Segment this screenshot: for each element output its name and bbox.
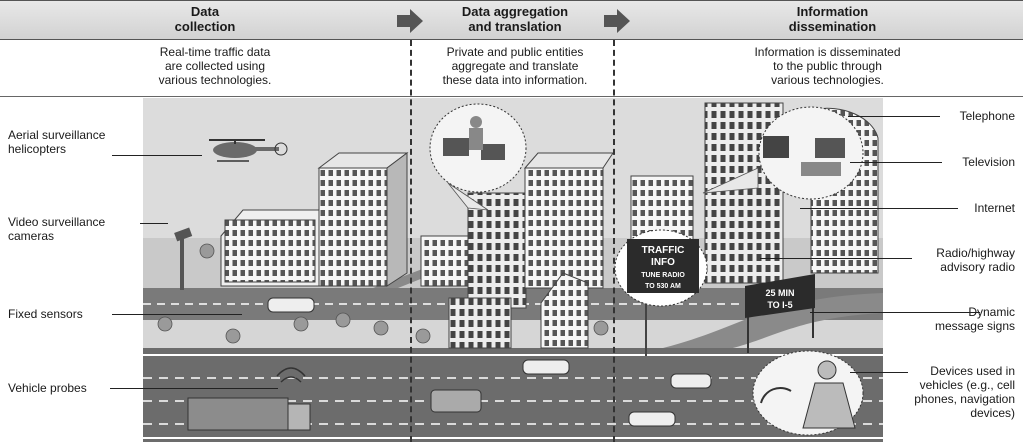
section-divider [410,40,412,442]
label-fixed-sensors: Fixed sensors [8,307,83,321]
label-internet: Internet [974,201,1015,215]
arrow-right-icon [397,9,423,33]
header-data-collection: Data collection [174,4,236,34]
leader-line [112,155,202,156]
label-television: Television [962,155,1015,169]
section-rule [0,96,1023,97]
leader-line [810,312,980,313]
label-vehicle-probes: Vehicle probes [8,381,87,395]
label-telephone: Telephone [959,109,1015,123]
description-data-aggregation: Private and public entities aggregate an… [442,45,588,87]
arrow-right-icon [604,9,630,33]
label-video-cameras: Video surveillance cameras [8,215,106,243]
sign-traffic-info-line-2: INFO [651,257,675,268]
sign-traffic-info-line-3: TUNE RADIO [641,272,685,279]
leader-line [112,314,242,315]
description-information-dissemination: Information is disseminated to the publi… [754,45,901,87]
sign-message-line-2: TO I-5 [767,300,792,310]
sign-traffic-info-line-4: TO 530 AM [645,283,681,290]
leader-line [850,162,942,163]
label-vehicle-devices: Devices used in vehicles (e.g., cell pho… [914,364,1015,420]
header-data-aggregation: Data aggregation and translation [461,4,569,34]
header-information-dissemination: Information dissemination [788,4,877,34]
header-band [0,0,1023,40]
label-aerial-helicopters: Aerial surveillance helicopters [8,128,106,156]
label-dynamic-message-signs: Dynamic message signs [934,305,1015,333]
sign-message-line-1: 25 MIN [765,288,794,298]
description-data-collection: Real-time traffic data are collected usi… [158,45,272,87]
leader-line [800,208,958,209]
leader-line [110,388,278,389]
section-divider [613,40,615,442]
sign-traffic-info-line-1: TRAFFIC [642,245,685,256]
leader-line [140,223,168,224]
label-radio-advisory: Radio/highway advisory radio [936,246,1015,274]
leader-line [760,258,912,259]
traffic-scene-illustration: TRAFFIC INFO TUNE RADIO TO 530 AM 25 MIN… [143,98,883,442]
leader-line [850,372,908,373]
leader-line [848,116,940,117]
